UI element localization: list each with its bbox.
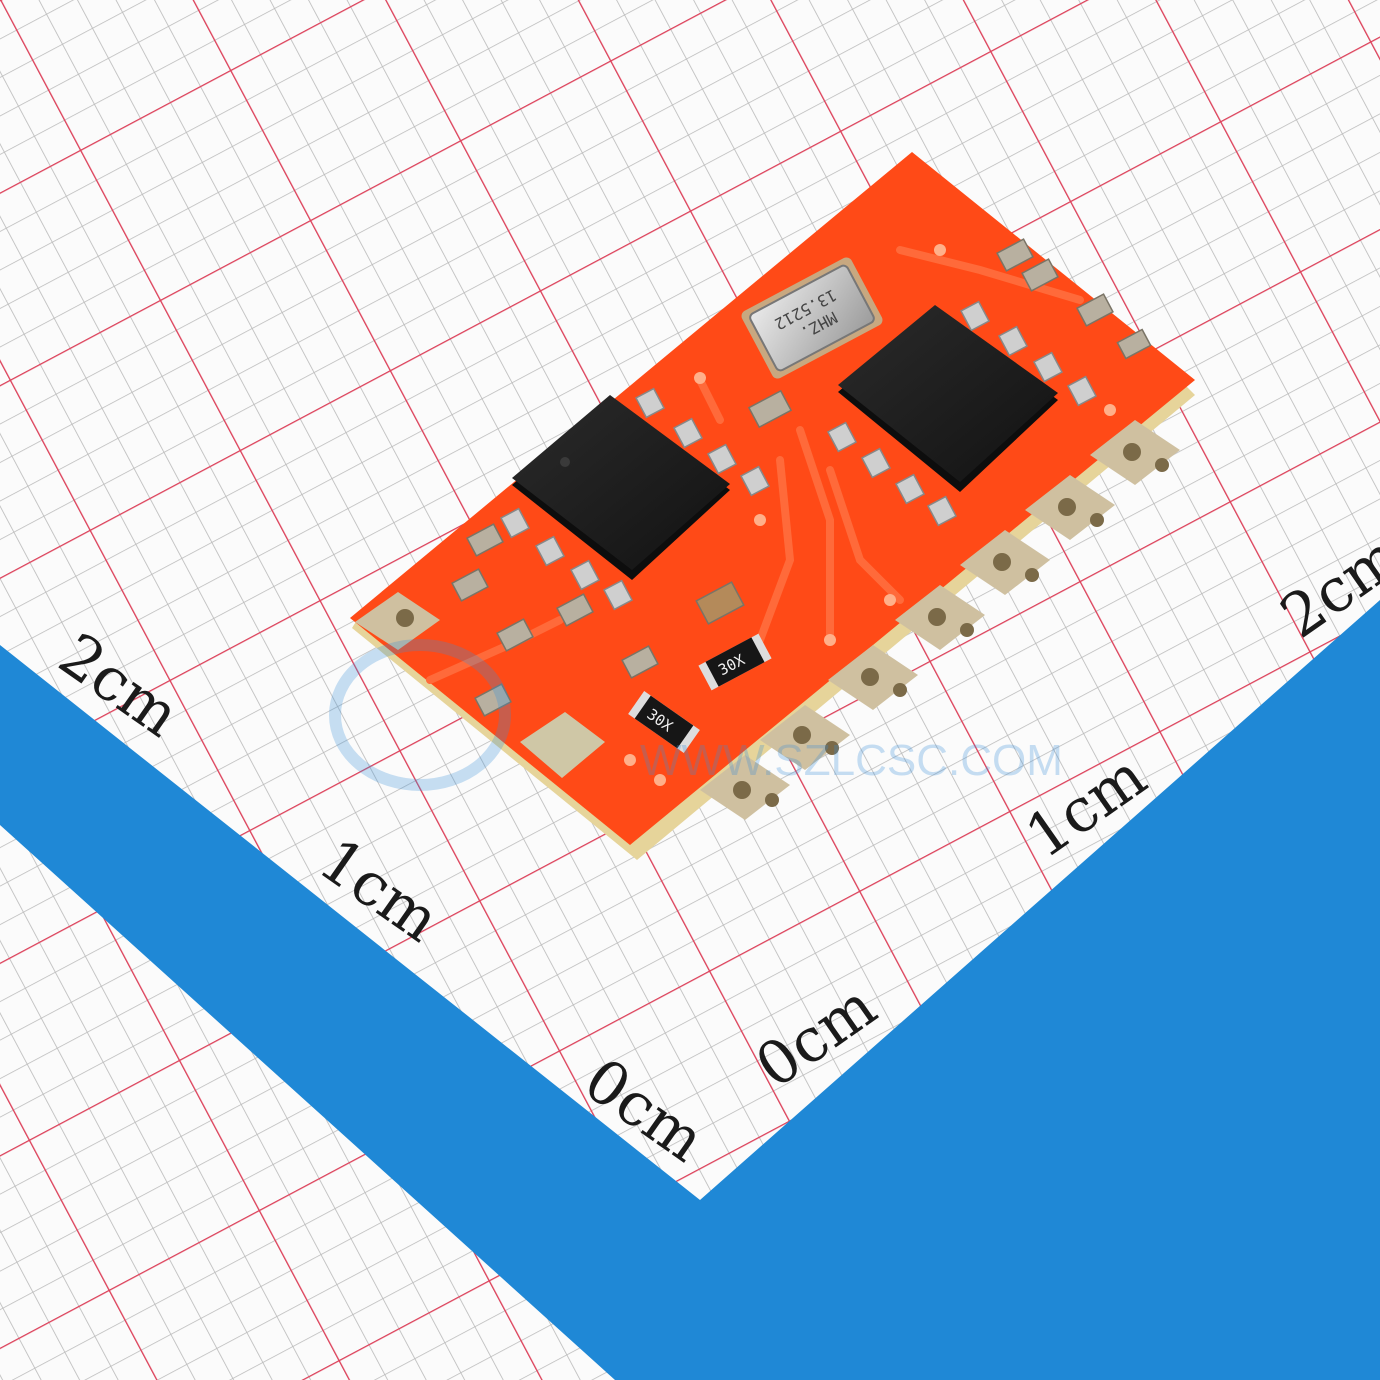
pad-7 <box>1090 420 1180 485</box>
pad-5 <box>960 530 1050 595</box>
chip-2 <box>838 305 1058 492</box>
castellated-pads <box>355 420 1180 820</box>
pad-6 <box>1025 475 1115 540</box>
chip-2-leads <box>826 300 1098 527</box>
pad-left-1 <box>355 592 440 650</box>
pad-4 <box>895 585 985 650</box>
passive-components <box>451 238 1152 717</box>
rf-module: 13.5212 MHZ. <box>350 152 1195 860</box>
pcb-traces <box>426 246 1084 684</box>
chip-1 <box>512 395 730 580</box>
pad-2 <box>760 705 850 770</box>
watermark: WWW.SZLCSC.COM <box>329 639 1063 791</box>
crystal-oscillator: 13.5212 MHZ. <box>741 257 883 379</box>
pcb-board <box>350 152 1195 845</box>
resistor-2: 30X <box>628 691 700 753</box>
watermark-url: WWW.SZLCSC.COM <box>640 736 1063 785</box>
antenna-pad <box>520 712 605 778</box>
ruler-band <box>0 600 1380 1380</box>
pad-3 <box>828 645 918 710</box>
pad-1 <box>700 755 790 820</box>
chip-1-leads <box>499 387 771 611</box>
